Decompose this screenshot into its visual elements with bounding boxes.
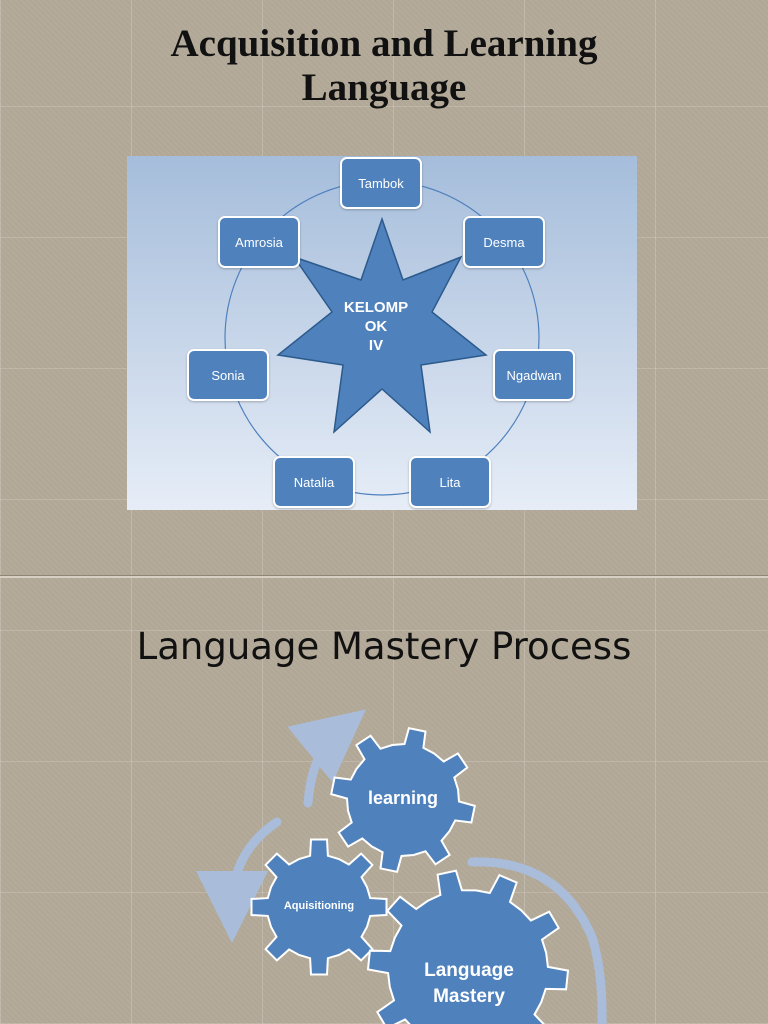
slide-1: Acquisition and Learning Language Tambok… — [0, 22, 768, 510]
slide-1-title: Acquisition and Learning Language — [0, 22, 768, 110]
slide-divider — [0, 575, 768, 578]
gear-label-language-mastery: Language Mastery — [399, 958, 539, 1010]
member-node-sonia: Sonia — [187, 349, 269, 401]
cycle-arrow-top — [287, 709, 366, 808]
slide-1-title-line-1: Acquisition and Learning — [170, 22, 598, 65]
gear-label-aquisitioning: Aquisitioning — [283, 900, 355, 912]
member-node-natalia: Natalia — [273, 456, 355, 508]
center-label-line-2: OK — [364, 318, 388, 335]
gear-label-learning: learning — [367, 788, 438, 808]
slide-2: Language Mastery Process learning Aquisi… — [0, 577, 768, 1024]
slide-2-title: Language Mastery Process — [136, 625, 632, 668]
gear-label-mastery-line-2: Mastery — [433, 986, 505, 1007]
member-node-tambok: Tambok — [340, 157, 422, 209]
gear-diagram — [196, 709, 607, 1024]
member-node-desma: Desma — [463, 216, 545, 268]
slide-1-title-line-2: Language — [301, 66, 467, 109]
group-diagram-graphics — [224, 180, 540, 496]
member-node-ngadwan: Ngadwan — [493, 349, 575, 401]
gear-label-mastery-line-1: Language — [424, 960, 514, 981]
gear-learning-shape — [330, 727, 476, 873]
member-node-amrosia: Amrosia — [218, 216, 300, 268]
member-node-lita: Lita — [409, 456, 491, 508]
gear-language-mastery-shape — [366, 869, 570, 1024]
center-label-line-1: KELOMP — [343, 299, 409, 316]
center-star-label: KELOMP OK IV — [316, 298, 436, 355]
cycle-arrow-left — [196, 817, 282, 943]
center-label-line-3: IV — [368, 337, 384, 354]
gear-aquisitioning-shape — [250, 838, 388, 976]
center-star-shape — [276, 216, 488, 434]
cycle-arrow-right — [467, 857, 607, 1024]
